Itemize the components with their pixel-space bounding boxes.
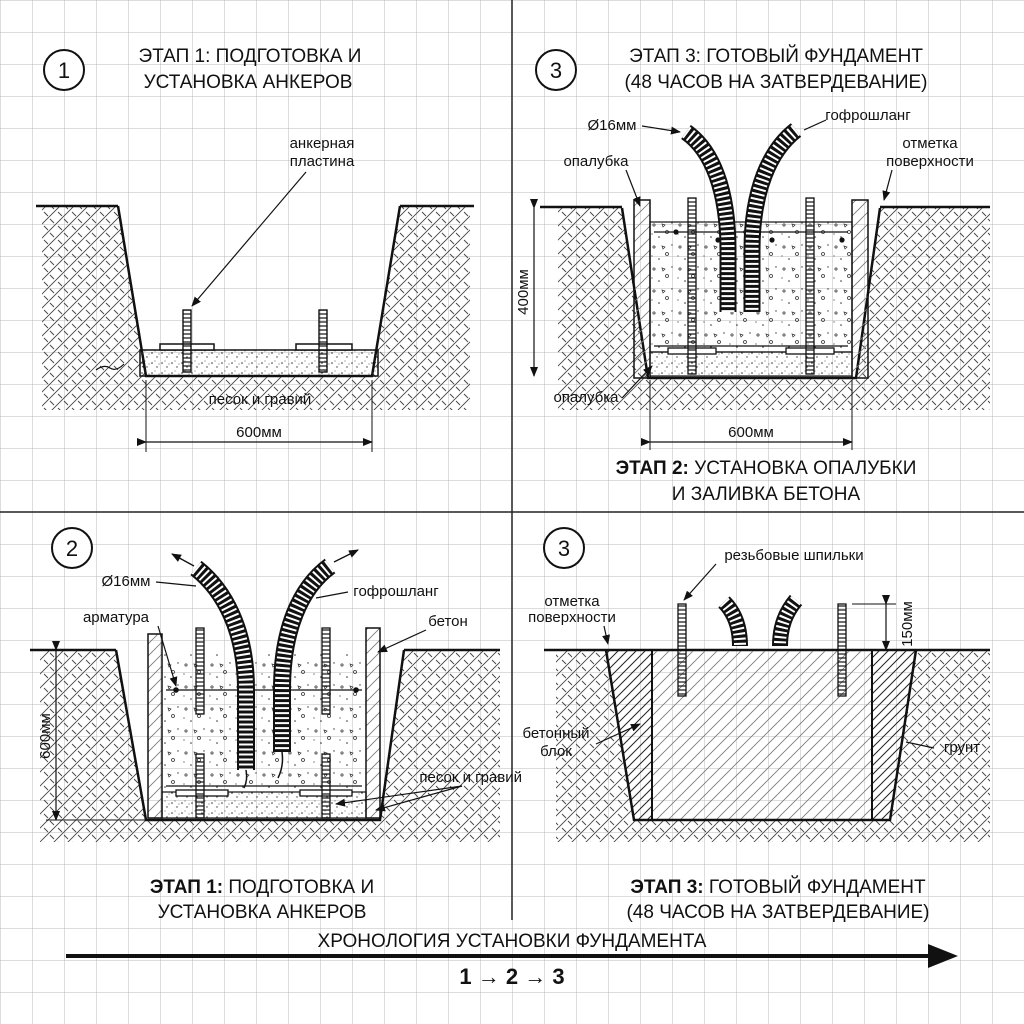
label-corrugated-hose: гофрошланг	[353, 583, 439, 600]
sand-gravel-bed	[649, 351, 853, 377]
panel-caption-line-1: ЭТАП 1: ПОДГОТОВКА И	[150, 877, 374, 898]
panel-stage-1-top: 1 ЭТАП 1: ПОДГОТОВКА И УСТАНОВКА АНКЕРОВ…	[36, 46, 474, 452]
stage-badge	[535, 49, 577, 91]
panel-caption-line-2: УСТАНОВКА АНКЕРОВ	[158, 902, 367, 923]
panel-title-line-1: ЭТАП 3: ГОТОВЫЙ ФУНДАМЕНТ	[629, 45, 923, 67]
label-formwork-top: опалубка	[563, 153, 629, 170]
stage-badge	[543, 527, 585, 569]
dim-height-value: 400мм	[515, 269, 532, 315]
formwork-left	[633, 199, 651, 379]
concrete-fill	[162, 654, 366, 790]
stage-badge-number: 1	[58, 58, 70, 83]
label-surface-line-2: поверхности	[886, 153, 974, 170]
formwork-right	[851, 199, 869, 379]
label-anchor-plate-line-1: анкерная	[290, 135, 355, 152]
panel-title-line-1: ЭТАП 1: ПОДГОТОВКА И	[139, 46, 362, 67]
label-threaded-studs: резьбовые шпильки	[724, 547, 863, 564]
timeline: ХРОНОЛОГИЯ УСТАНОВКИ ФУНДАМЕНТА 1 → 2 → …	[66, 931, 958, 989]
label-surface-line-2: поверхности	[528, 609, 616, 626]
threaded-stud-left	[677, 603, 687, 697]
stage-badge	[51, 527, 93, 569]
label-diameter: Ø16мм	[588, 117, 637, 134]
label-concrete: бетон	[428, 613, 468, 630]
corrugated-hose-left	[680, 125, 737, 312]
panel-stage-3-top: 3 ЭТАП 3: ГОТОВЫЙ ФУНДАМЕНТ (48 ЧАСОВ НА…	[515, 45, 990, 505]
label-concrete-block-line-1: бетонный	[522, 725, 589, 742]
soil-section	[40, 650, 500, 842]
panel-caption-line-1: ЭТАП 2: УСТАНОВКА ОПАЛУБКИ	[616, 458, 917, 479]
panel-title-line-2: УСТАНОВКА АНКЕРОВ	[144, 72, 353, 93]
stage-badge-number: 3	[558, 536, 570, 561]
anchor-bolt-lower-left	[195, 753, 205, 819]
label-concrete-block-line-2: блок	[540, 743, 572, 760]
timeline-sequence: 1 → 2 → 3	[459, 964, 564, 989]
label-surface-line-1: отметка	[544, 593, 600, 610]
panel-title-line-2: (48 ЧАСОВ НА ЗАТВЕРДЕВАНИЕ)	[624, 72, 927, 93]
label-soil: грунт	[944, 739, 980, 756]
trench-outline	[114, 649, 406, 822]
anchor-bolt-left	[687, 197, 697, 375]
threaded-stud-right	[837, 603, 847, 697]
stage-badge-number: 3	[550, 58, 562, 83]
soil-section	[556, 650, 990, 842]
dim-width-value: 600мм	[236, 424, 282, 441]
small-debris-icon	[95, 363, 125, 371]
soil-section	[558, 208, 990, 410]
stage-badge-number: 2	[66, 536, 78, 561]
label-corrugated-hose: гофрошланг	[825, 107, 911, 124]
concrete-block	[651, 649, 873, 821]
label-rebar: арматура	[83, 609, 150, 626]
leader-anchor-plate	[191, 171, 307, 307]
label-sand-gravel: песок и гравий	[209, 391, 312, 408]
sand-gravel-bed	[139, 349, 379, 377]
panel-stage-3-bottom: 3 резьбовые шпильки отметка поверхности …	[522, 527, 990, 923]
timeline-arrowhead-icon	[928, 944, 958, 968]
label-surface-line-1: отметка	[902, 135, 958, 152]
timeline-label: ХРОНОЛОГИЯ УСТАНОВКИ ФУНДАМЕНТА	[318, 931, 707, 952]
formwork-right	[365, 627, 381, 819]
panel-caption-line-2: (48 ЧАСОВ НА ЗАТВЕРДЕВАНИЕ)	[626, 902, 929, 923]
anchor-bolt-lower-right	[321, 753, 331, 819]
anchor-bolt-right	[805, 197, 815, 375]
anchor-bolt-upper-right	[321, 627, 331, 715]
dim-height-value: 600мм	[37, 713, 54, 759]
label-sand-gravel: песок и гравий	[419, 769, 522, 786]
label-formwork-bottom: опалубка	[553, 389, 619, 406]
dim-width-value: 600мм	[728, 424, 774, 441]
stage-badge	[43, 49, 85, 91]
panel-caption-line-2: И ЗАЛИВКА БЕТОНА	[672, 484, 861, 505]
panel-caption-line-1: ЭТАП 3: ГОТОВЫЙ ФУНДАМЕНТ	[630, 876, 926, 898]
formwork-left	[147, 633, 163, 819]
anchor-bolt-right	[318, 309, 328, 373]
anchor-bolt-left	[182, 309, 192, 373]
label-diameter: Ø16мм	[102, 573, 151, 590]
anchor-bolt-upper-left	[195, 627, 205, 715]
panel-stage-2-bottom: 2 Ø16мм гофрошланг арматура бетон	[30, 527, 522, 923]
dim-height-value: 150мм	[899, 601, 916, 647]
label-anchor-plate-line-2: пластина	[290, 153, 355, 170]
